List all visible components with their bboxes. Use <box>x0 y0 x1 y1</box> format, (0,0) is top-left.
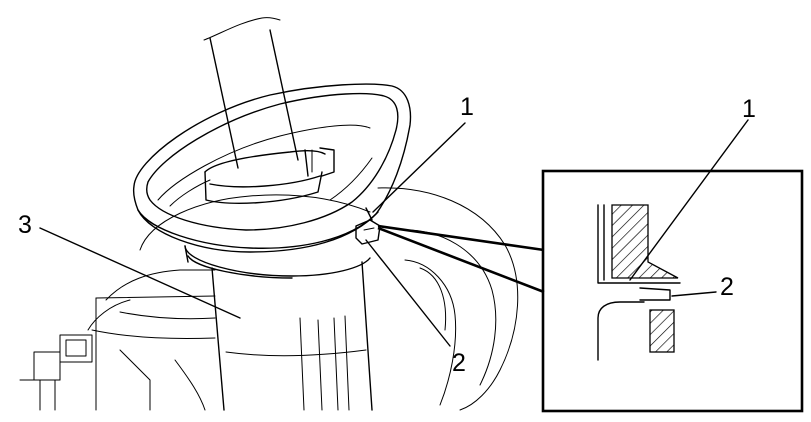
callout-2-detail: 2 <box>720 273 734 301</box>
leader-lines-main <box>39 122 466 347</box>
detail-lower-section <box>649 309 675 353</box>
detail-frame <box>541 169 804 413</box>
strut-body <box>211 261 373 411</box>
lower-bracket <box>19 295 216 411</box>
leader-2 <box>365 239 451 347</box>
boot-lower-ring <box>184 245 371 279</box>
top-mount-block <box>204 147 335 204</box>
detail-boot-edge <box>597 301 645 361</box>
dust-cover-boot <box>132 83 412 253</box>
leader-3 <box>39 227 241 319</box>
piston-rod <box>203 17 299 169</box>
detail-leader-2 <box>671 291 717 297</box>
clip-tab <box>355 207 381 245</box>
leader-1 <box>372 122 466 213</box>
detail-clip-profile <box>639 287 671 301</box>
detail-inset <box>541 119 804 413</box>
detail-upper-section <box>611 204 679 279</box>
callout-3-main: 3 <box>18 211 32 239</box>
callout-1-detail: 1 <box>742 95 756 123</box>
callout-2-main: 2 <box>452 349 466 377</box>
detail-leader-1 <box>629 119 749 281</box>
detail-connector <box>377 224 545 294</box>
callout-1-main: 1 <box>460 93 474 121</box>
